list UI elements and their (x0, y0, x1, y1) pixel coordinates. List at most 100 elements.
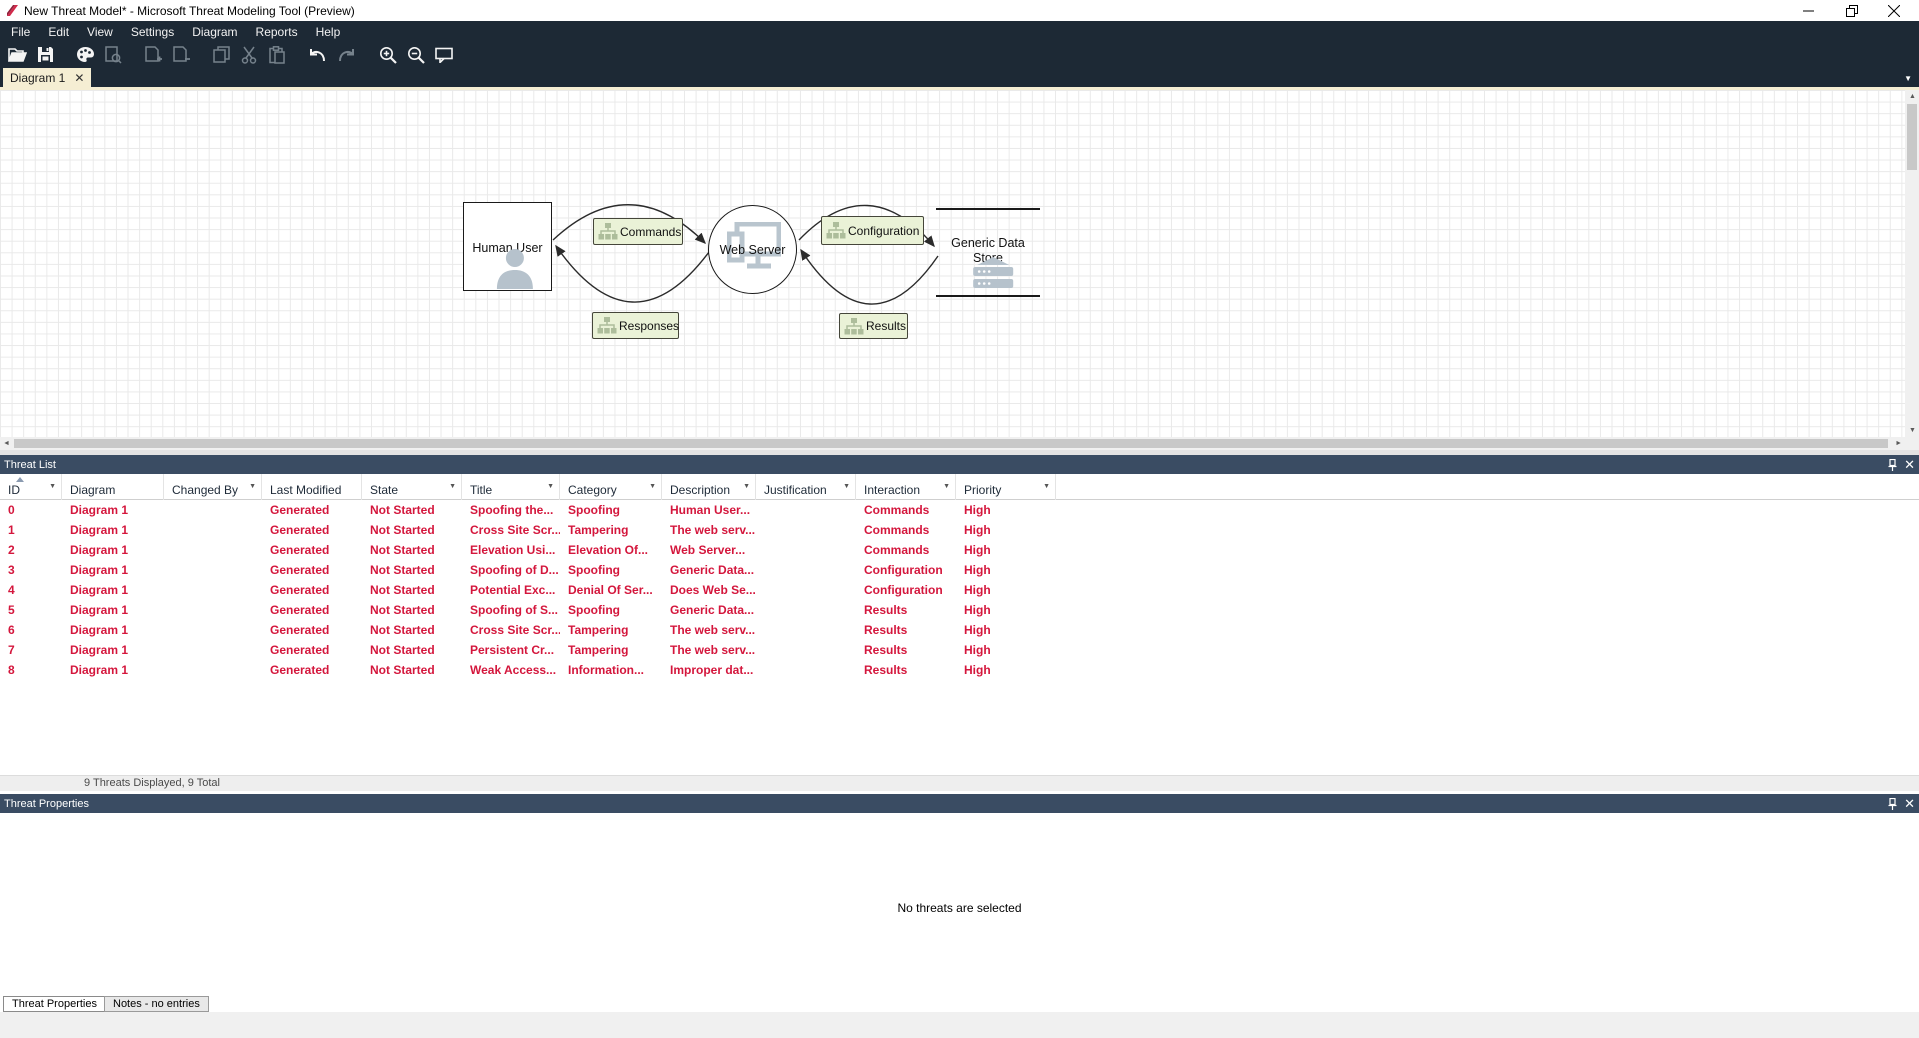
add-diagram-icon[interactable] (143, 45, 163, 65)
filter-icon[interactable]: ▼ (1043, 483, 1050, 490)
column-header-description[interactable]: Description▼ (662, 474, 756, 500)
zoom-out-icon[interactable] (406, 45, 426, 65)
close-button[interactable] (1877, 0, 1911, 21)
cell-justification (756, 620, 856, 640)
menu-file[interactable]: File (11, 25, 31, 39)
zoom-in-icon[interactable] (378, 45, 398, 65)
restore-button[interactable] (1835, 0, 1869, 21)
panel-splitter[interactable] (0, 450, 1919, 455)
redo-icon[interactable] (336, 45, 356, 65)
filter-icon[interactable]: ▼ (843, 483, 850, 490)
column-header-id[interactable]: ID▼ (0, 474, 62, 500)
column-header-priority[interactable]: Priority▼ (956, 474, 1056, 500)
cell-justification (756, 660, 856, 680)
close-panel-icon[interactable]: ✕ (1904, 457, 1915, 472)
menu-diagram[interactable]: Diagram (192, 25, 238, 39)
column-header-label: Changed By (172, 483, 239, 497)
copy-icon[interactable] (211, 45, 231, 65)
scroll-up-icon[interactable]: ▲ (1909, 93, 1916, 100)
menu-view[interactable]: View (87, 25, 113, 39)
cell-last-modified: Generated (270, 663, 330, 677)
save-icon[interactable] (35, 45, 55, 65)
filter-icon[interactable]: ▼ (449, 483, 456, 490)
threat-properties-title: Threat Properties (4, 797, 89, 810)
vertical-scroll-thumb[interactable] (1907, 104, 1917, 170)
computer-icon (727, 222, 781, 269)
column-header-label: State (370, 483, 399, 497)
filter-icon[interactable]: ▼ (649, 483, 656, 490)
flow-responses[interactable]: Responses (592, 312, 679, 339)
scroll-left-icon[interactable]: ◄ (3, 440, 10, 447)
canvas-horizontal-scrollbar[interactable]: ◄ ► (0, 437, 1905, 450)
menu-help[interactable]: Help (315, 25, 341, 39)
menu-settings[interactable]: Settings (130, 25, 175, 39)
filter-icon[interactable]: ▼ (547, 483, 554, 490)
menu-reports[interactable]: Reports (255, 25, 298, 39)
node-web-server[interactable]: Web Server (708, 205, 797, 294)
pin-icon[interactable] (1888, 458, 1897, 471)
flow-label-text: Commands (620, 224, 682, 239)
cell-last-modified: Generated (270, 523, 330, 537)
tab-diagram-1[interactable]: Diagram 1 ✕ (3, 68, 92, 87)
analyze-report-icon[interactable] (103, 45, 123, 65)
menu-edit[interactable]: Edit (48, 25, 70, 39)
column-header-category[interactable]: Category ▼ (560, 474, 662, 500)
column-header-diagram[interactable]: Diagram (62, 474, 164, 500)
filter-icon[interactable]: ▼ (943, 483, 950, 490)
filter-icon[interactable]: ▼ (249, 483, 256, 490)
bottom-filler (0, 1012, 1919, 1038)
tab-close-icon[interactable]: ✕ (74, 70, 85, 85)
cell-category: Information... (568, 663, 644, 677)
column-header-label: Last Modified (270, 483, 342, 497)
filter-icon[interactable]: ▼ (49, 483, 56, 490)
open-icon[interactable] (7, 45, 27, 65)
column-header-last-modified[interactable]: Last Modified (262, 474, 362, 500)
flow-label-text: Configuration (848, 223, 920, 238)
column-header-changed-by[interactable]: Changed By ▼ (164, 474, 262, 500)
undo-icon[interactable] (307, 45, 327, 65)
column-header-title[interactable]: Title▼ (462, 474, 560, 500)
node-human-user[interactable]: Human User (463, 202, 552, 291)
cell-interaction: Results (864, 603, 908, 617)
scroll-right-icon[interactable]: ► (1895, 440, 1902, 447)
flow-label-text: Responses (619, 318, 680, 333)
cell-diagram: Diagram 1 (70, 663, 129, 677)
canvas-vertical-scrollbar[interactable]: ▲ ▼ (1905, 90, 1919, 437)
tab-threat-properties[interactable]: Threat Properties (3, 996, 106, 1012)
column-header-label: Category (568, 483, 617, 497)
node-generic-data-store[interactable]: Generic Data Store (936, 208, 1040, 297)
column-header-justification[interactable]: Justification▼ (756, 474, 856, 500)
flow-configuration[interactable]: Configuration (821, 216, 924, 245)
close-panel-icon[interactable]: ✕ (1904, 796, 1915, 811)
flow-commands[interactable]: Commands (593, 218, 683, 245)
cell-last-modified: Generated (270, 643, 330, 657)
cut-icon[interactable] (239, 45, 259, 65)
cell-title: Spoofing of D... (470, 563, 559, 577)
remove-diagram-icon[interactable] (171, 45, 191, 65)
flow-results[interactable]: Results (839, 313, 908, 339)
scroll-down-icon[interactable]: ▼ (1909, 427, 1916, 434)
menu-bar: File Edit View Settings Diagram Reports … (0, 21, 1919, 43)
cell-category: Spoofing (568, 603, 620, 617)
feedback-icon[interactable] (434, 45, 454, 65)
horizontal-scroll-thumb[interactable] (14, 439, 1888, 448)
column-header-interaction[interactable]: Interaction▼ (856, 474, 956, 500)
column-header-state[interactable]: State ▼ (362, 474, 462, 500)
minimize-button[interactable] (1791, 0, 1825, 21)
diagram-canvas[interactable]: Human User Web Server Generic Data Store (0, 90, 1905, 437)
pin-icon[interactable] (1888, 797, 1897, 810)
tab-notes[interactable]: Notes - no entries (104, 996, 209, 1012)
tab-overflow-dropdown-icon[interactable]: ▼ (1904, 74, 1912, 83)
palette-icon[interactable] (75, 45, 95, 65)
filter-icon[interactable]: ▼ (743, 483, 750, 490)
paste-icon[interactable] (267, 45, 287, 65)
